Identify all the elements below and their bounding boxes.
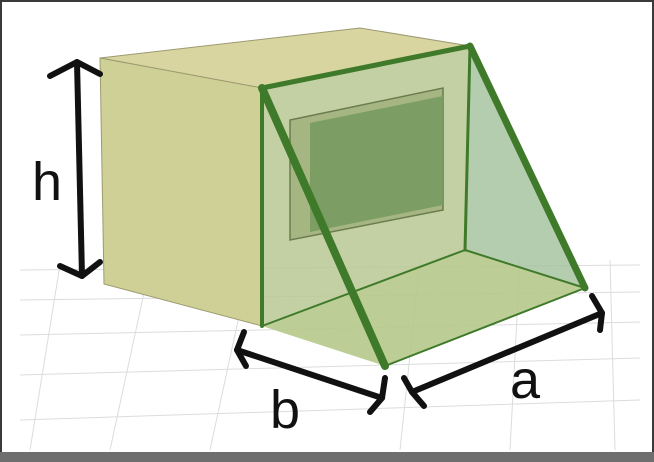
depth-arrow — [234, 329, 388, 415]
height-arrow — [47, 59, 103, 279]
bottom-bar — [0, 452, 654, 462]
width-label: a — [510, 350, 541, 410]
width-arrow — [401, 293, 605, 409]
box-side-face — [99, 57, 263, 327]
prism-floor — [262, 250, 585, 366]
struts — [258, 42, 589, 370]
height-label: h — [32, 152, 62, 212]
window-pane — [310, 96, 443, 232]
depth-label: b — [270, 380, 300, 440]
